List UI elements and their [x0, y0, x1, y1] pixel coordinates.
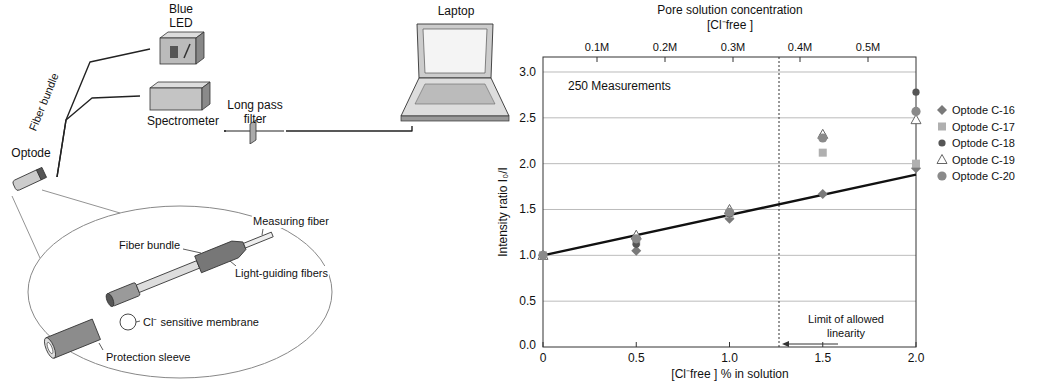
tick-label: 1.5: [519, 202, 536, 216]
axis-title: Pore solution concentration: [657, 3, 802, 17]
fiber-connector: [57, 49, 150, 177]
filter-node: Long pass filter: [224, 98, 286, 144]
part-label: Protection sleeve: [105, 350, 191, 364]
laptop-node: Laptop: [395, 4, 517, 126]
part-label: Light-guiding fibers: [234, 266, 329, 280]
node-label: Spectrometer: [142, 114, 224, 128]
fiber-connector: [57, 96, 140, 177]
axis-title: [Cl⁻free ] % in solution: [671, 367, 788, 381]
legend-label: Optode C-19: [952, 153, 1015, 167]
axis-title: Intensity ratio I₀/I: [496, 167, 510, 257]
tick-label: 0.3M: [721, 40, 745, 54]
tick-label: 3.0: [519, 65, 536, 79]
laptop-icon: [395, 4, 513, 126]
tick-label: 0.5: [519, 294, 536, 308]
fiber-connector: [286, 126, 412, 131]
edge-label: Fiber bundle: [25, 70, 62, 134]
note: Limit of allowed linearity: [800, 312, 892, 340]
tick-label: 0.0: [519, 338, 536, 352]
tick-label: 1.0: [721, 351, 738, 365]
legend-label: Optode C-20: [952, 169, 1015, 183]
node-label: Long pass filter: [226, 98, 284, 126]
legend-label: Optode C-16: [952, 103, 1015, 117]
node-label: Blue LED: [163, 2, 199, 30]
legend-label: Optode C-18: [952, 136, 1015, 150]
tick-label: 0.5: [628, 351, 645, 365]
tick-label: 0.5M: [856, 40, 880, 54]
optode-node: Optode: [5, 146, 57, 198]
legend-label: Optode C-17: [952, 120, 1015, 134]
part-label: Fiber bundle: [118, 238, 181, 252]
node-label: Laptop: [397, 4, 515, 18]
tick-label: 0.1M: [585, 40, 609, 54]
note: 250 Measurements: [568, 79, 671, 93]
tick-label: 0: [540, 351, 547, 365]
tick-label: 1.0: [519, 248, 536, 262]
tick-label: 0.4M: [788, 40, 812, 54]
axis-title: [Cl⁻free ]: [707, 18, 753, 32]
node-label: Optode: [7, 146, 55, 160]
part-label: Measuring fiber: [252, 214, 330, 228]
light-source-node: Blue LED: [150, 2, 212, 68]
tick-label: 2.0: [908, 351, 925, 365]
tick-label: 2.0: [519, 157, 536, 171]
tick-label: 1.5: [814, 351, 831, 365]
part-label: Cl⁻ sensitive membrane: [142, 315, 260, 329]
tick-label: 0.2M: [653, 40, 677, 54]
tick-label: 2.5: [519, 111, 536, 125]
spectrometer-node: Spectrometer: [140, 80, 226, 136]
